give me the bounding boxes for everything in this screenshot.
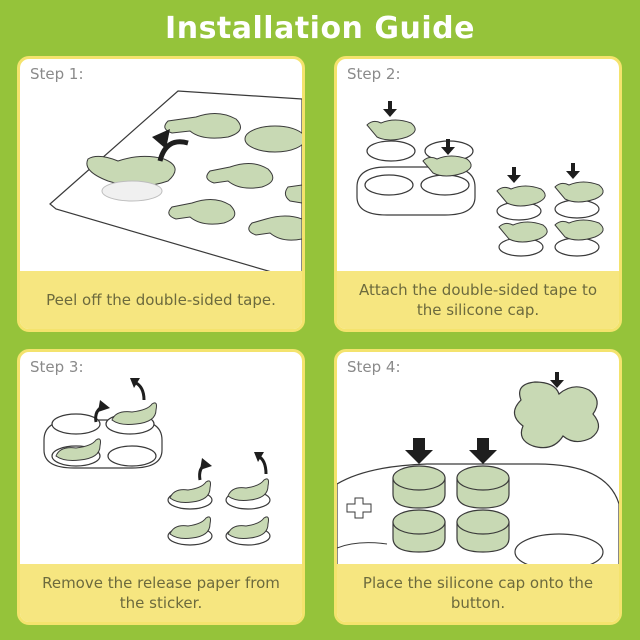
step-4-label: Step 4: — [347, 358, 401, 376]
step-3-illustration — [43, 378, 271, 546]
step-4-illustration — [337, 372, 619, 566]
step-2-label: Step 2: — [347, 65, 401, 83]
step-1-label: Step 1: — [30, 65, 84, 83]
step-2-illustration — [356, 101, 604, 257]
step-4-caption: Place the silicone cap onto the button. — [337, 564, 619, 622]
step-2-caption: Attach the double-sided tape to the sili… — [337, 271, 619, 329]
step-1-card: Step 1: Peel off the double-sided tape. — [17, 56, 305, 332]
step-2-card: Step 2: Attach the double-sid — [334, 56, 622, 332]
step-1-illustration — [49, 90, 302, 273]
step-1-caption: Peel off the double-sided tape. — [20, 271, 302, 329]
step-3-label: Step 3: — [30, 358, 84, 376]
step-3-card: Step 3: — [17, 349, 305, 625]
page-title: Installation Guide — [165, 11, 475, 46]
step-4-card: Step 4: Place the silicone cap onto the … — [334, 349, 622, 625]
step-3-caption: Remove the release paper from the sticke… — [20, 564, 302, 622]
